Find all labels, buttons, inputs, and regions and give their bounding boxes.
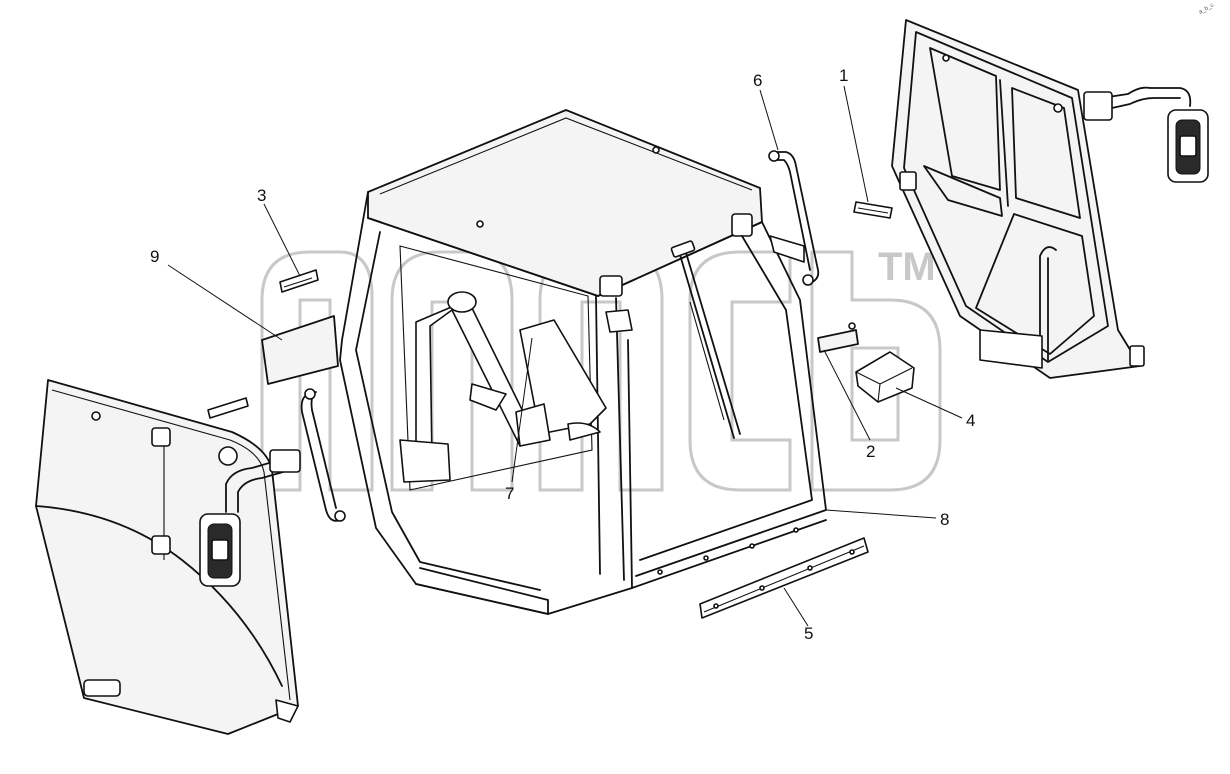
callout-6: 6	[753, 71, 762, 90]
part-9-plate	[261, 315, 339, 385]
right-door	[891, 19, 1209, 379]
left-handrail	[300, 393, 341, 522]
callout-3: 3	[257, 186, 266, 205]
callout-7: 7	[505, 484, 514, 503]
part-4-box	[855, 351, 915, 403]
part-3-bracket	[279, 269, 319, 293]
callout-4: 4	[966, 411, 975, 430]
callout-9: 9	[150, 247, 159, 266]
bracket	[207, 397, 249, 419]
callout-2: 2	[866, 442, 875, 461]
cab-body	[339, 109, 827, 615]
corner-code: a_b_c	[1198, 2, 1215, 15]
part-5-sill	[699, 537, 869, 619]
callout-5: 5	[804, 624, 813, 643]
part-2-plate	[817, 329, 859, 353]
left-door	[35, 379, 301, 735]
part-6-handrail	[775, 151, 820, 285]
callout-8: 8	[940, 510, 949, 529]
watermark-tm: TM	[878, 245, 936, 289]
leader-lines	[167, 85, 963, 627]
callout-1: 1	[839, 66, 848, 85]
